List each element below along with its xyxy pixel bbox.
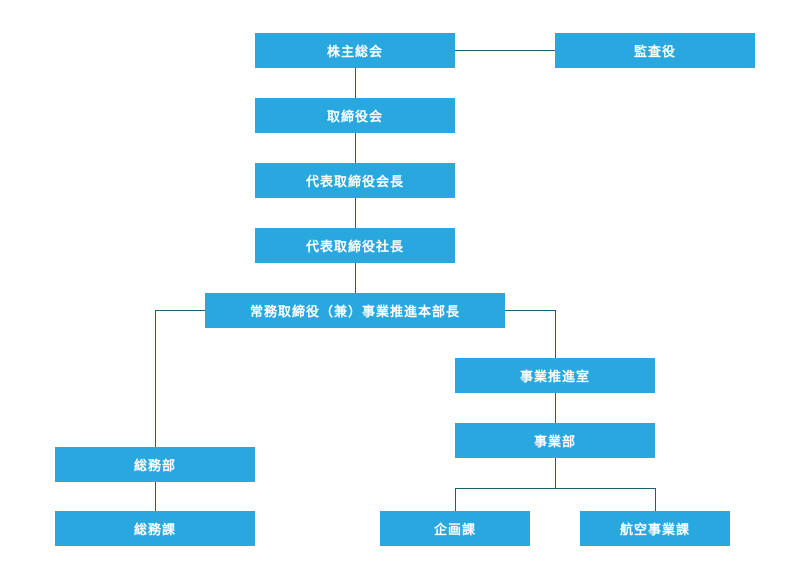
connector-general-dept-section [155, 482, 156, 511]
aviation-business-section-box: 航空事業課 [580, 511, 730, 546]
connector-promotion-division [555, 393, 556, 423]
connector-shareholders-auditor [455, 50, 555, 51]
planning-section-box: 企画課 [380, 511, 530, 546]
connector-right-drop [555, 310, 556, 358]
auditor-box: 監査役 [555, 33, 755, 68]
connector-chairman-president [355, 198, 356, 228]
shareholders-meeting-box: 株主総会 [255, 33, 455, 68]
connector-board-chairman [355, 133, 356, 163]
connector-managing-right-branch [505, 310, 556, 311]
connector-division-down [555, 458, 556, 488]
managing-director-box: 常務取締役（兼）事業推進本部長 [205, 293, 505, 328]
general-affairs-section-box: 総務課 [55, 511, 255, 546]
general-affairs-department-box: 総務部 [55, 447, 255, 482]
connector-left-drop [155, 310, 156, 447]
representative-president-box: 代表取締役社長 [255, 228, 455, 263]
board-of-directors-box: 取締役会 [255, 98, 455, 133]
business-division-box: 事業部 [455, 423, 655, 458]
connector-shareholders-board [355, 68, 356, 98]
connector-division-split [455, 488, 656, 489]
connector-managing-left-branch [155, 310, 205, 311]
connector-to-planning [455, 488, 456, 511]
representative-chairman-box: 代表取締役会長 [255, 163, 455, 198]
connector-president-managing [355, 263, 356, 293]
connector-to-aviation [655, 488, 656, 511]
business-promotion-office-box: 事業推進室 [455, 358, 655, 393]
